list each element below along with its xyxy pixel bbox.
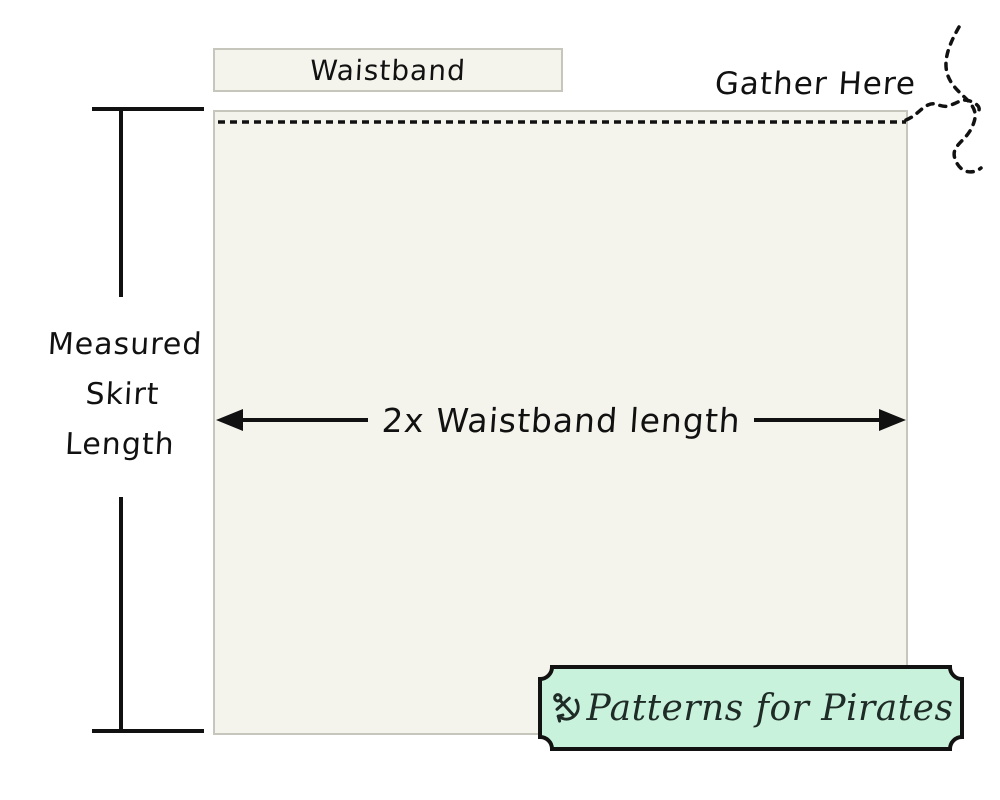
logo-content: Patterns for Pirates (537, 664, 965, 752)
waistband-piece: Waistband (213, 48, 563, 92)
skirt-panel-piece (213, 110, 908, 735)
thread-squiggle-icon (904, 98, 981, 122)
gather-here-label: Gather Here (713, 66, 918, 102)
measure-bracket-line-upper (119, 107, 123, 297)
measured-skirt-length-line1: Measured (46, 327, 204, 362)
measured-skirt-length-line2: Skirt (84, 377, 161, 412)
measure-bracket-top-bar (92, 107, 204, 111)
arrow-left-head-icon (216, 409, 243, 431)
measured-skirt-length-label: Measured Skirt Length (36, 320, 209, 470)
arrow-line-left (243, 418, 368, 422)
logo-badge-shape (538, 665, 964, 751)
measure-bracket-line-lower (119, 497, 123, 733)
width-dimension-arrow: 2x Waistband length (216, 398, 907, 442)
anchor-icon (540, 681, 591, 732)
measured-skirt-length-line3: Length (64, 427, 176, 462)
logo-text: Patterns for Pirates (586, 687, 954, 729)
measure-bracket-bottom-bar (92, 729, 204, 733)
width-dimension-label: 2x Waistband length (380, 400, 742, 440)
arrow-line-right (754, 418, 880, 422)
logo-badge: Patterns for Pirates (537, 664, 965, 752)
waistband-label: Waistband (309, 53, 467, 87)
arrow-right-head-icon (879, 409, 907, 431)
thread-squiggle-icon (944, 25, 983, 174)
